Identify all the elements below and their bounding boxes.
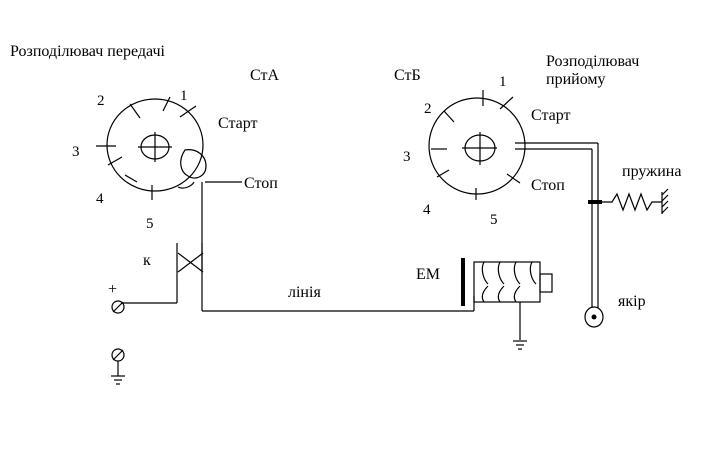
spring-wall-hatch-2 bbox=[661, 194, 669, 202]
transmitter-code: СтА bbox=[250, 67, 279, 84]
receiver-start-label: Старт bbox=[531, 107, 571, 124]
receiver-stop-label: Стоп bbox=[531, 177, 565, 194]
transmitter-pos-2: 2 bbox=[97, 93, 105, 109]
key-circuit: к + bbox=[108, 243, 204, 385]
ground-terminal-slash bbox=[112, 349, 124, 361]
plus-sign: + bbox=[108, 281, 117, 298]
spring-wall-hatch-4 bbox=[661, 206, 669, 214]
communication-line: лінія bbox=[201, 182, 475, 312]
receiver-contact-4 bbox=[436, 169, 450, 178]
key-label: к bbox=[143, 252, 151, 269]
plus-terminal bbox=[111, 300, 125, 314]
transmitter-pos-3: 3 bbox=[72, 144, 80, 160]
receiver-contact-1 bbox=[499, 96, 514, 110]
receiver-pos-3: 3 bbox=[403, 149, 411, 165]
electromagnet: ЕМ bbox=[416, 258, 553, 350]
transmitter-contact-start bbox=[179, 105, 197, 118]
receiver-distributor: Розподілювач прийому СтБ 1 2 3 4 5 Старт… bbox=[394, 53, 646, 328]
spring-wall-hatch-1 bbox=[661, 188, 669, 196]
transmitter-contact-4b bbox=[124, 174, 138, 183]
transmitter-contact-1 bbox=[162, 96, 171, 112]
transmitter-stop-label: Стоп bbox=[244, 175, 278, 192]
receiver-pos-4: 4 bbox=[423, 202, 431, 218]
spring-label: пружина bbox=[622, 163, 681, 180]
spring-wall-hatch-3 bbox=[661, 200, 669, 208]
receiver-pos-5: 5 bbox=[490, 212, 498, 228]
spring: пружина bbox=[588, 163, 681, 214]
electromagnet-armature-plate bbox=[461, 258, 465, 306]
spring-clamp bbox=[588, 200, 602, 204]
transmitter-start-label: Старт bbox=[218, 115, 258, 132]
plus-terminal-slash bbox=[112, 301, 124, 313]
transmitter-title: Розподілювач передачі bbox=[10, 43, 166, 60]
electromagnet-end-cap bbox=[539, 273, 553, 293]
anchor-label: якір bbox=[618, 293, 646, 310]
transmitter-pos-5: 5 bbox=[146, 216, 154, 232]
receiver-title-line1: Розподілювач bbox=[546, 53, 639, 70]
spring-coil bbox=[602, 192, 662, 212]
receiver-title-line2: прийому bbox=[546, 71, 606, 88]
electromagnet-label: ЕМ bbox=[416, 266, 440, 283]
key-cross-b bbox=[177, 252, 204, 273]
transmitter-distributor: Розподілювач передачі СтА 1 2 3 4 5 Стар… bbox=[10, 43, 279, 232]
line-label: лінія bbox=[288, 284, 321, 301]
electromagnet-coil-lower bbox=[481, 285, 521, 303]
transmitter-contact-2 bbox=[129, 103, 141, 119]
electromagnet-coil bbox=[481, 261, 537, 285]
receiver-pos-2: 2 bbox=[424, 101, 432, 117]
transmitter-pos-4: 4 bbox=[96, 191, 104, 207]
transmitter-stop-contact bbox=[180, 149, 207, 179]
receiver-code: СтБ bbox=[394, 67, 421, 84]
receiver-disc bbox=[428, 97, 526, 195]
transmitter-pos-1: 1 bbox=[180, 88, 188, 104]
transmitter-contact-4a bbox=[107, 156, 123, 166]
receiver-contact-2 bbox=[443, 110, 455, 123]
transmitter-disc bbox=[106, 98, 204, 192]
transmitter-brush bbox=[177, 181, 195, 189]
receiver-pos-1: 1 bbox=[499, 74, 507, 90]
receiver-contact-stop bbox=[506, 173, 521, 184]
anchor-ring bbox=[584, 306, 604, 328]
anchor-pivot bbox=[591, 314, 597, 320]
